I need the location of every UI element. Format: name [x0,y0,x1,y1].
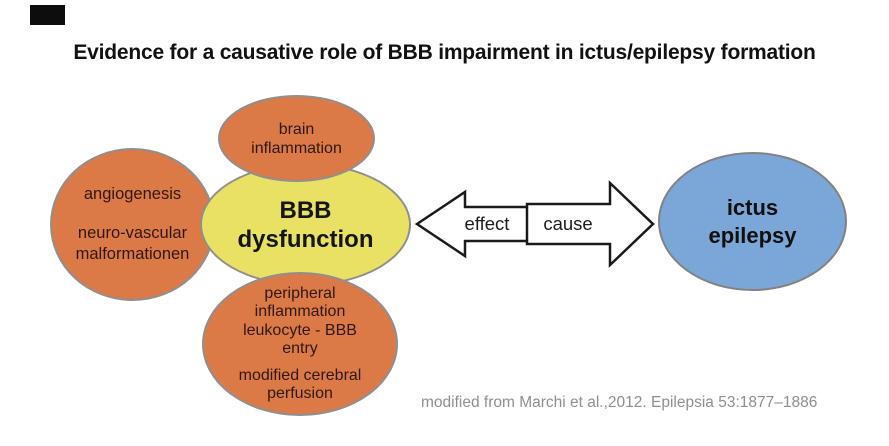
node-line: brain [278,120,315,138]
node-line: epilepsy [708,222,797,248]
effect-label: effect [464,213,510,234]
citation: modified from Marchi et al.,2012. Epilep… [421,394,818,411]
node-line: perfusion [267,385,333,402]
cause-label: cause [543,213,593,234]
node-line: inflammation [254,303,346,320]
top-left-marker [30,5,65,25]
node-peripheral-inflammation: peripheral inflammation leukocyte - BBB … [202,272,398,416]
node-line: BBB [279,196,332,224]
page-title: Evidence for a causative role of BBB imp… [73,41,816,64]
node-brain-inflammation: brain inflammation [218,95,375,182]
node-line: angiogenesis [83,185,182,203]
node-line: modified cerebral [238,366,362,384]
node-angiogenesis: angiogenesis neuro-vascular malformation… [50,148,215,301]
node-line: neuro-vascular [77,224,188,242]
node-line: peripheral [264,284,336,302]
node-ictus-epilepsy: ictus epilepsy [658,152,847,291]
node-line: entry [282,340,318,357]
node-line: leukocyte - BBB [243,321,357,339]
cause-arrow-right [525,180,655,268]
cause-effect-arrows [414,180,655,268]
node-line: ictus [726,194,779,220]
node-line: malformationen [75,245,190,263]
node-bbb-dysfunction: BBB dysfunction [200,163,411,286]
node-line: inflammation [251,139,342,157]
node-line: dysfunction [237,225,374,253]
